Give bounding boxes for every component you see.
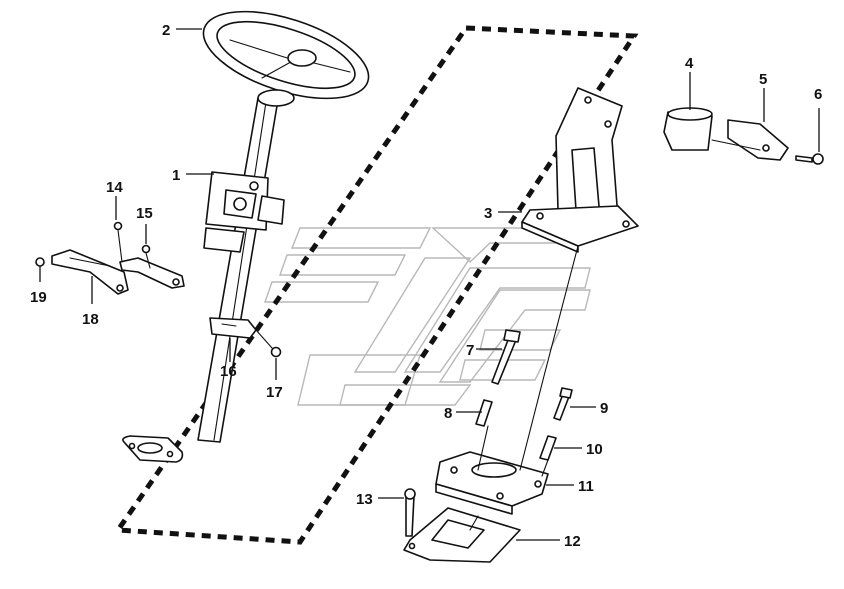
nut-19	[35, 257, 45, 267]
washer-15	[141, 244, 151, 254]
pin-8	[475, 399, 493, 427]
callout-12: 12	[516, 533, 581, 550]
callout-17: 17	[266, 358, 283, 401]
callout-7-label: 7	[466, 342, 474, 359]
callout-8: 8	[444, 405, 482, 422]
bolt-9	[553, 387, 573, 421]
callout-1-label: 1	[172, 167, 180, 184]
bolt-7	[491, 329, 521, 385]
callout-12-label: 12	[564, 533, 581, 550]
gasket-12	[403, 507, 521, 563]
callout-18: 18	[82, 276, 99, 328]
bolt-13	[404, 488, 416, 537]
callout-18-label: 18	[82, 311, 99, 328]
callout-5-label: 5	[759, 71, 767, 88]
callout-1: 1	[172, 167, 214, 184]
callout-5: 5	[759, 71, 767, 122]
support-bracket-3	[521, 87, 639, 253]
callout-17-label: 17	[266, 384, 283, 401]
callout-3-label: 3	[484, 205, 492, 222]
assembly-axis-lines	[69, 139, 761, 531]
callout-11-label: 11	[578, 478, 594, 495]
callout-10-label: 10	[586, 441, 603, 458]
callout-16-label: 16	[220, 363, 237, 380]
mounting-plate-11	[435, 451, 549, 515]
callout-3: 3	[484, 205, 522, 222]
callout-19-label: 19	[30, 289, 47, 306]
bolt-6	[795, 153, 824, 165]
steering-wheel	[202, 10, 370, 107]
callout-16: 16	[220, 338, 237, 380]
pin-10	[539, 435, 557, 461]
callout-9-label: 9	[600, 400, 608, 417]
callout-9: 9	[570, 400, 608, 417]
callout-6: 6	[814, 86, 822, 152]
clamp-16	[209, 317, 257, 339]
callout-13-label: 13	[356, 491, 373, 508]
callout-15-label: 15	[136, 205, 153, 222]
watermark-logo	[264, 227, 591, 406]
bushing-4	[663, 107, 713, 151]
callout-15: 15	[136, 205, 153, 244]
bracket-18	[51, 249, 185, 295]
callout-14-label: 14	[106, 179, 123, 196]
callout-4: 4	[685, 55, 694, 110]
washer-14	[113, 221, 123, 231]
callout-11: 11	[546, 478, 594, 495]
callout-2: 2	[162, 22, 202, 39]
nut-17	[270, 346, 282, 358]
callout-8-label: 8	[444, 405, 452, 422]
universal-joint	[203, 171, 285, 253]
callout-10: 10	[554, 441, 603, 458]
callout-19: 19	[30, 266, 47, 306]
callout-4-label: 4	[685, 55, 694, 72]
callout-13: 13	[356, 491, 404, 508]
callout-14: 14	[106, 179, 123, 220]
callout-6-label: 6	[814, 86, 822, 103]
callout-2-label: 2	[162, 22, 170, 39]
clamp-5	[727, 119, 789, 161]
callout-7: 7	[466, 342, 502, 359]
